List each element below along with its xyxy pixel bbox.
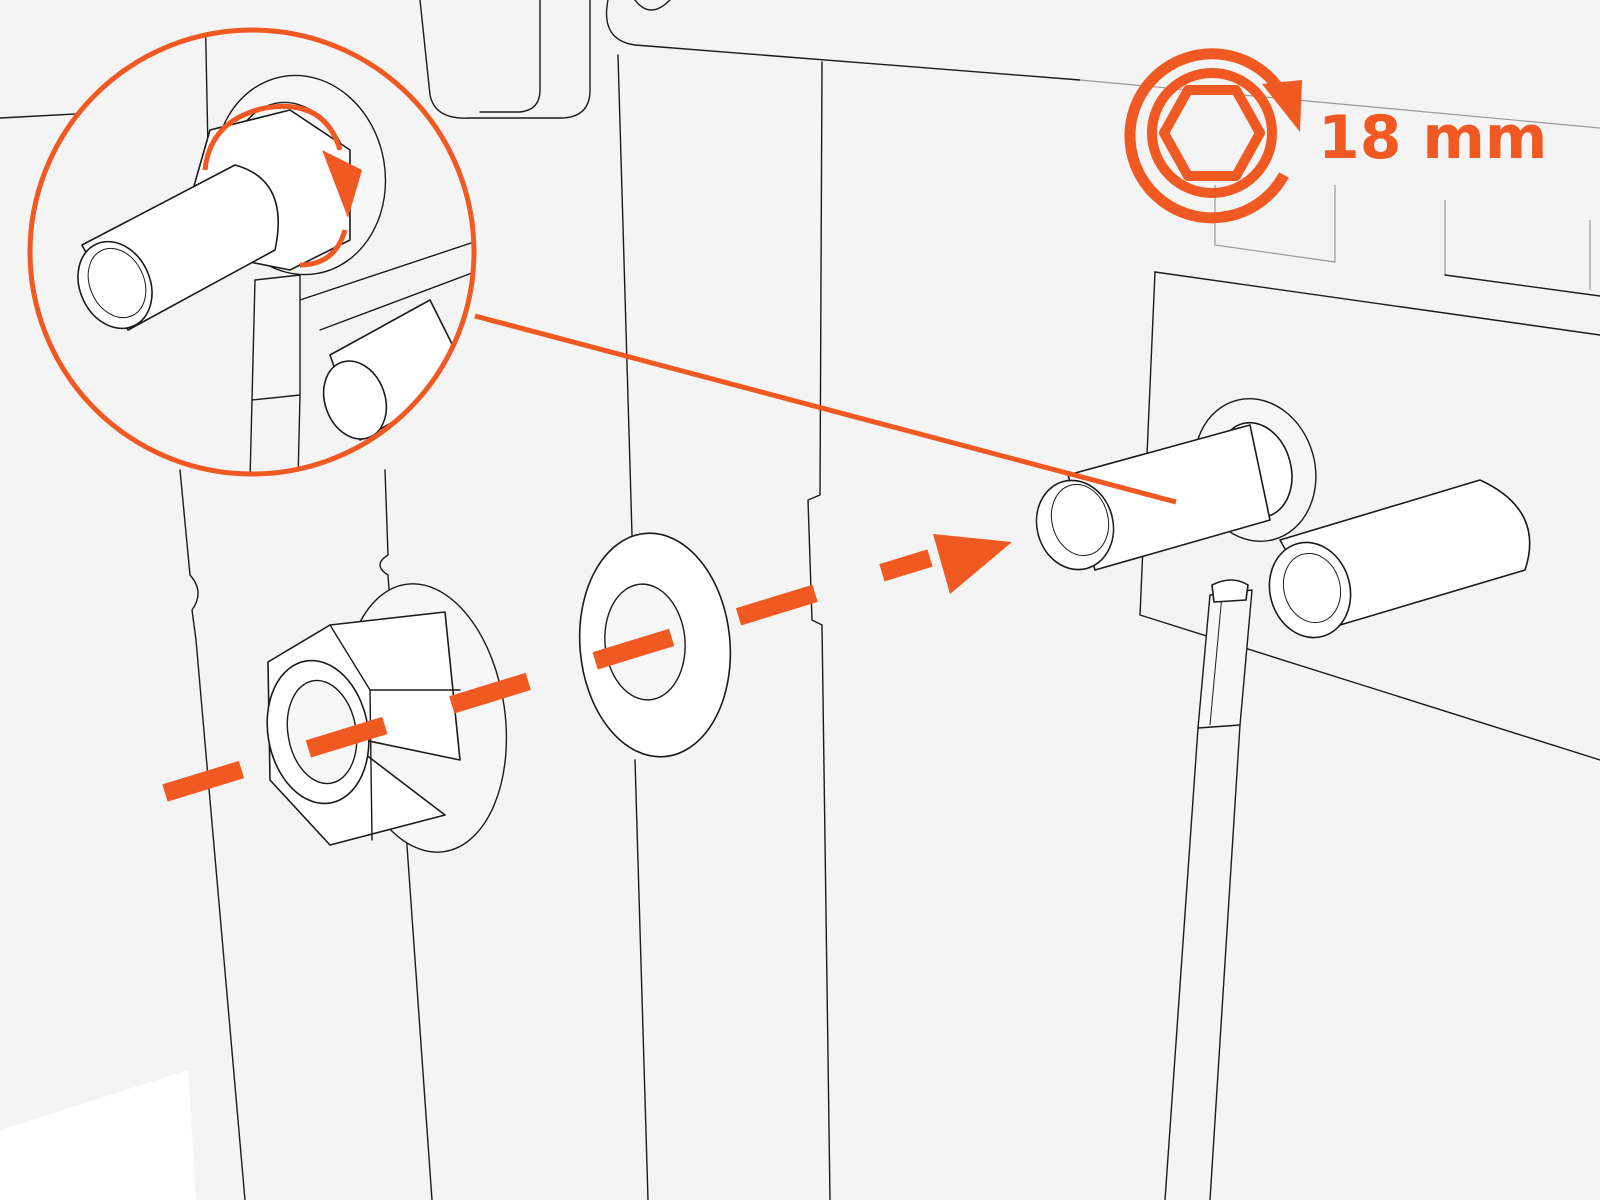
detail-callout-ring xyxy=(27,27,477,477)
arrow-head xyxy=(933,534,1012,594)
tighten-clockwise-arrow-icon xyxy=(202,103,343,171)
wrench-size-label: 18 mm xyxy=(1318,103,1547,173)
assembly-direction-arrow xyxy=(162,534,1012,802)
detail-magnified-nut-view xyxy=(77,30,474,474)
mounted-bolt-assembly xyxy=(1035,398,1531,1200)
hex-socket-rotate-icon xyxy=(1124,48,1302,224)
detail-leader-line xyxy=(474,313,1177,505)
wrench-size-badge: 18 mm xyxy=(1124,48,1547,224)
assembly-axis-dashed-line xyxy=(162,549,933,802)
detail-callout xyxy=(27,27,1177,505)
flange-nut xyxy=(266,583,508,853)
